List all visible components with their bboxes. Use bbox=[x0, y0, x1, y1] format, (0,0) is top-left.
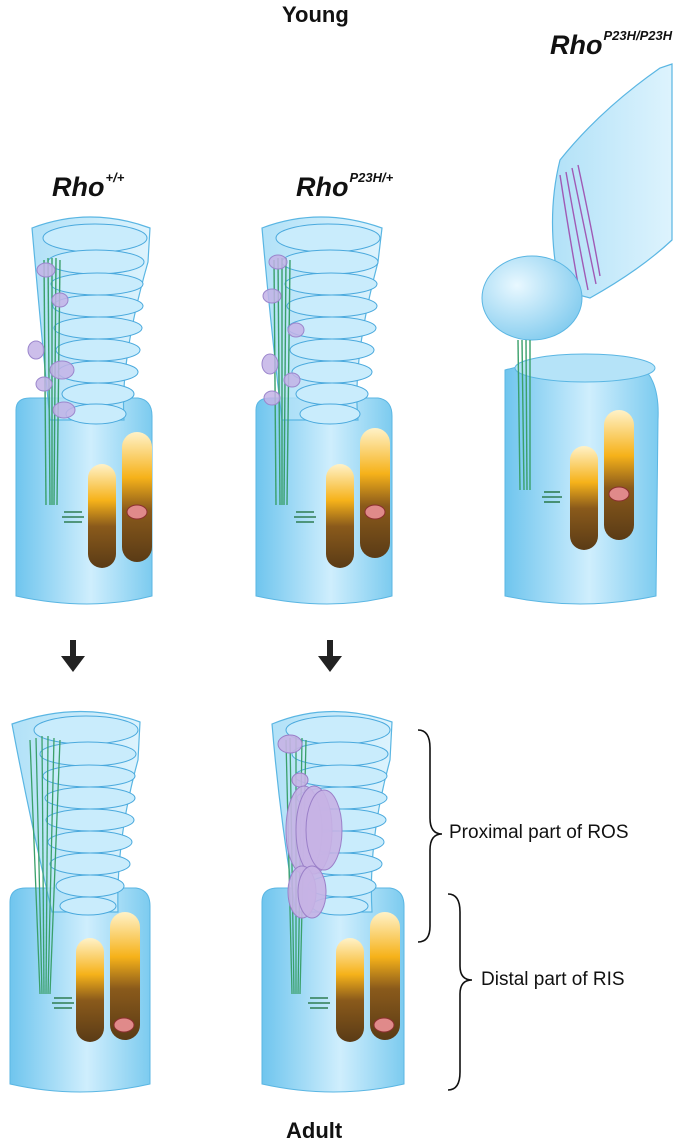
mitochondrion-left bbox=[88, 464, 116, 568]
cell-het-young bbox=[255, 216, 393, 605]
mitochondrion-cristae bbox=[373, 1017, 395, 1033]
mitochondrion-cristae bbox=[364, 504, 386, 520]
vesicles bbox=[27, 262, 76, 419]
golgi bbox=[62, 511, 84, 523]
arrow-down-icon bbox=[61, 640, 85, 672]
bulb bbox=[481, 255, 583, 341]
golgi bbox=[308, 997, 330, 1009]
disc-stack bbox=[275, 223, 381, 425]
mitochondrion-left bbox=[76, 938, 104, 1042]
golgi bbox=[294, 511, 316, 523]
mitochondrion-cristae bbox=[113, 1017, 135, 1033]
disc-stack bbox=[33, 715, 139, 916]
vesicles bbox=[261, 254, 305, 406]
mitochondrion-right bbox=[370, 912, 400, 1040]
arrow-down-icon bbox=[318, 640, 342, 672]
mitochondrion-left bbox=[336, 938, 364, 1042]
cell-wt-adult bbox=[9, 710, 151, 1093]
adult-title: Adult bbox=[286, 1118, 343, 1143]
inner-segment-top bbox=[514, 353, 656, 383]
genotype-label-het: RhoP23H/+ bbox=[296, 170, 394, 202]
outer-segment-misaligned bbox=[551, 63, 673, 299]
cell-hom-young bbox=[481, 63, 673, 605]
mitochondrion-right bbox=[360, 428, 390, 558]
golgi bbox=[52, 997, 74, 1009]
distal-brace bbox=[447, 893, 473, 1091]
proximal-ros-label: Proximal part of ROS bbox=[449, 822, 629, 843]
proximal-brace bbox=[417, 729, 443, 943]
mitochondrion-cristae bbox=[126, 504, 148, 520]
mitochondrion-right bbox=[122, 432, 152, 562]
mitochondrion-right bbox=[110, 912, 140, 1040]
golgi bbox=[542, 491, 562, 503]
genotype-label-hom: RhoP23H/P23H bbox=[550, 28, 673, 60]
cell-wt-young bbox=[15, 216, 153, 605]
inner-segment bbox=[261, 887, 405, 1093]
cilium bbox=[29, 735, 61, 995]
mitochondrion-cristae bbox=[608, 486, 630, 502]
mitochondrion-left bbox=[570, 446, 598, 550]
genotype-label-wt: Rho+/+ bbox=[52, 170, 125, 202]
distal-ris-label: Distal part of RIS bbox=[481, 969, 625, 990]
young-title: Young bbox=[282, 2, 349, 27]
cilium bbox=[517, 339, 531, 491]
disc-stack bbox=[42, 223, 148, 425]
mitochondrion-left bbox=[326, 464, 354, 568]
inner-segment bbox=[255, 397, 393, 605]
vesicle-aggregates bbox=[277, 734, 343, 919]
cell-het-adult bbox=[261, 710, 405, 1093]
mitochondrion-right bbox=[604, 410, 634, 540]
